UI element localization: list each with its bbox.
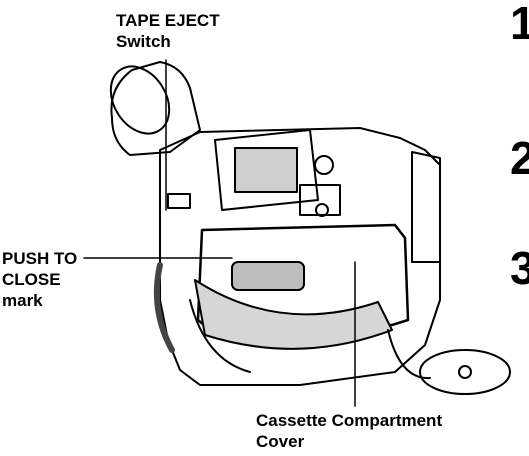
step-number-2: 2: [510, 132, 529, 184]
lens-cap-cord: [387, 329, 431, 380]
cover-label-line2: Cover: [256, 432, 305, 451]
control-dial: [314, 155, 334, 175]
tape-eject-label-line1: TAPE EJECT: [116, 11, 220, 30]
push-to-close-label: PUSH TO CLOSE mark: [2, 248, 77, 311]
cassette-cover: [196, 223, 410, 332]
top-housing: [299, 184, 341, 216]
tape-eject-switch-label: TAPE EJECT Switch: [116, 10, 220, 52]
push-label-line3: mark: [2, 291, 43, 310]
step-number-1: 1: [510, 0, 529, 49]
cassette-cover-label: Cassette Compartment Cover: [256, 410, 442, 452]
viewfinder-eyepiece: [110, 61, 201, 156]
grip-strap: [194, 279, 393, 350]
push-label-line1: PUSH TO: [2, 249, 78, 268]
push-to-close-mark: [231, 261, 305, 291]
viewfinder-eyecup: [109, 65, 171, 135]
lcd-panel: [214, 129, 319, 211]
push-label-line2: CLOSE: [2, 270, 61, 289]
cover-label-line1: Cassette Compartment: [256, 411, 443, 430]
tape-eject-label-line2: Switch: [116, 32, 171, 51]
lcd-screen: [234, 147, 298, 193]
tape-eject-switch: [167, 193, 191, 209]
lens-cap: [419, 349, 511, 395]
side-strap: [153, 262, 175, 353]
step-number-3: 3: [510, 242, 529, 294]
side-grille: [411, 151, 441, 263]
